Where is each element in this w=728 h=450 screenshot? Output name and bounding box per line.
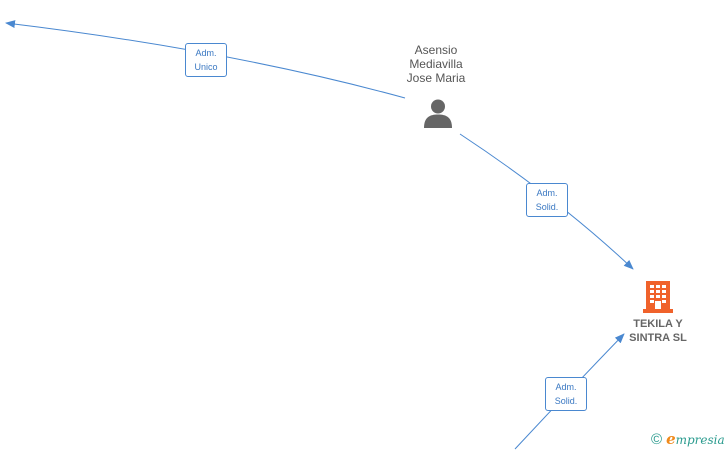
brand-rest: mpresia [675,433,725,447]
edge-label-adm-solid-2[interactable]: Adm. Solid. [545,377,587,411]
company-name-line: TEKILA Y [633,318,683,330]
edge-label-adm-solid[interactable]: Adm. Solid. [526,183,568,217]
building-icon[interactable] [643,279,673,313]
person-name-line: Mediavilla [409,57,463,71]
person-name-line: Jose Maria [406,71,466,85]
company-name-line: SINTRA SL [629,332,687,344]
company-node-name[interactable]: TEKILA Y SINTRA SL [612,317,704,345]
copyright-icon: © [651,430,663,448]
edge-label-line: Adm. [536,188,558,198]
brand-watermark: © empresia [651,430,725,448]
person-icon[interactable] [422,98,454,128]
edge-label-line: Adm. [555,382,577,392]
edge-label-line: Unico [194,62,218,72]
edge-label-adm-unico[interactable]: Adm. Unico [185,43,227,77]
brand-initial: e [666,430,676,448]
edge-label-line: Adm. [195,48,217,58]
edge-label-line: Solid. [535,202,559,212]
edge-label-line: Solid. [554,396,578,406]
person-name-line: Asensio [414,43,458,57]
brand-name: empresia [666,430,725,448]
person-node-name[interactable]: Asensio Mediavilla Jose Maria [380,43,492,85]
